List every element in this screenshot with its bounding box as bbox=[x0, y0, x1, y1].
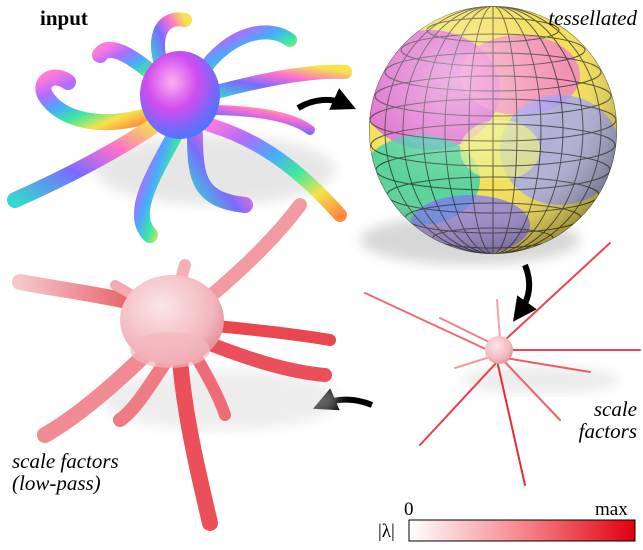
colorbar bbox=[408, 519, 636, 542]
scale-factors-spiky-mesh bbox=[364, 242, 641, 486]
colorbar-symbol-label: |λ| bbox=[378, 521, 395, 542]
scale-factors-label: scale factors bbox=[579, 398, 637, 442]
colorbar-max-label: max bbox=[595, 499, 628, 520]
scale-factors-label-line1: scale bbox=[593, 397, 637, 421]
colorbar-min-label: 0 bbox=[404, 499, 414, 520]
arrow-input-to-tessellated bbox=[296, 88, 356, 111]
lowpass-label-line1: scale factors bbox=[12, 449, 119, 473]
lowpass-octopus-mesh bbox=[12, 198, 340, 531]
lowpass-label: scale factors (low-pass) bbox=[12, 450, 119, 494]
input-label: input bbox=[40, 6, 88, 30]
scale-factors-label-line2: factors bbox=[578, 419, 637, 443]
arrow-tessellated-to-scale bbox=[513, 263, 537, 322]
tessellated-label: tessellated bbox=[548, 6, 637, 30]
tessellated-sphere bbox=[360, 6, 617, 265]
input-octopus-mesh bbox=[7, 12, 352, 243]
lowpass-label-line2: (low-pass) bbox=[12, 471, 101, 495]
